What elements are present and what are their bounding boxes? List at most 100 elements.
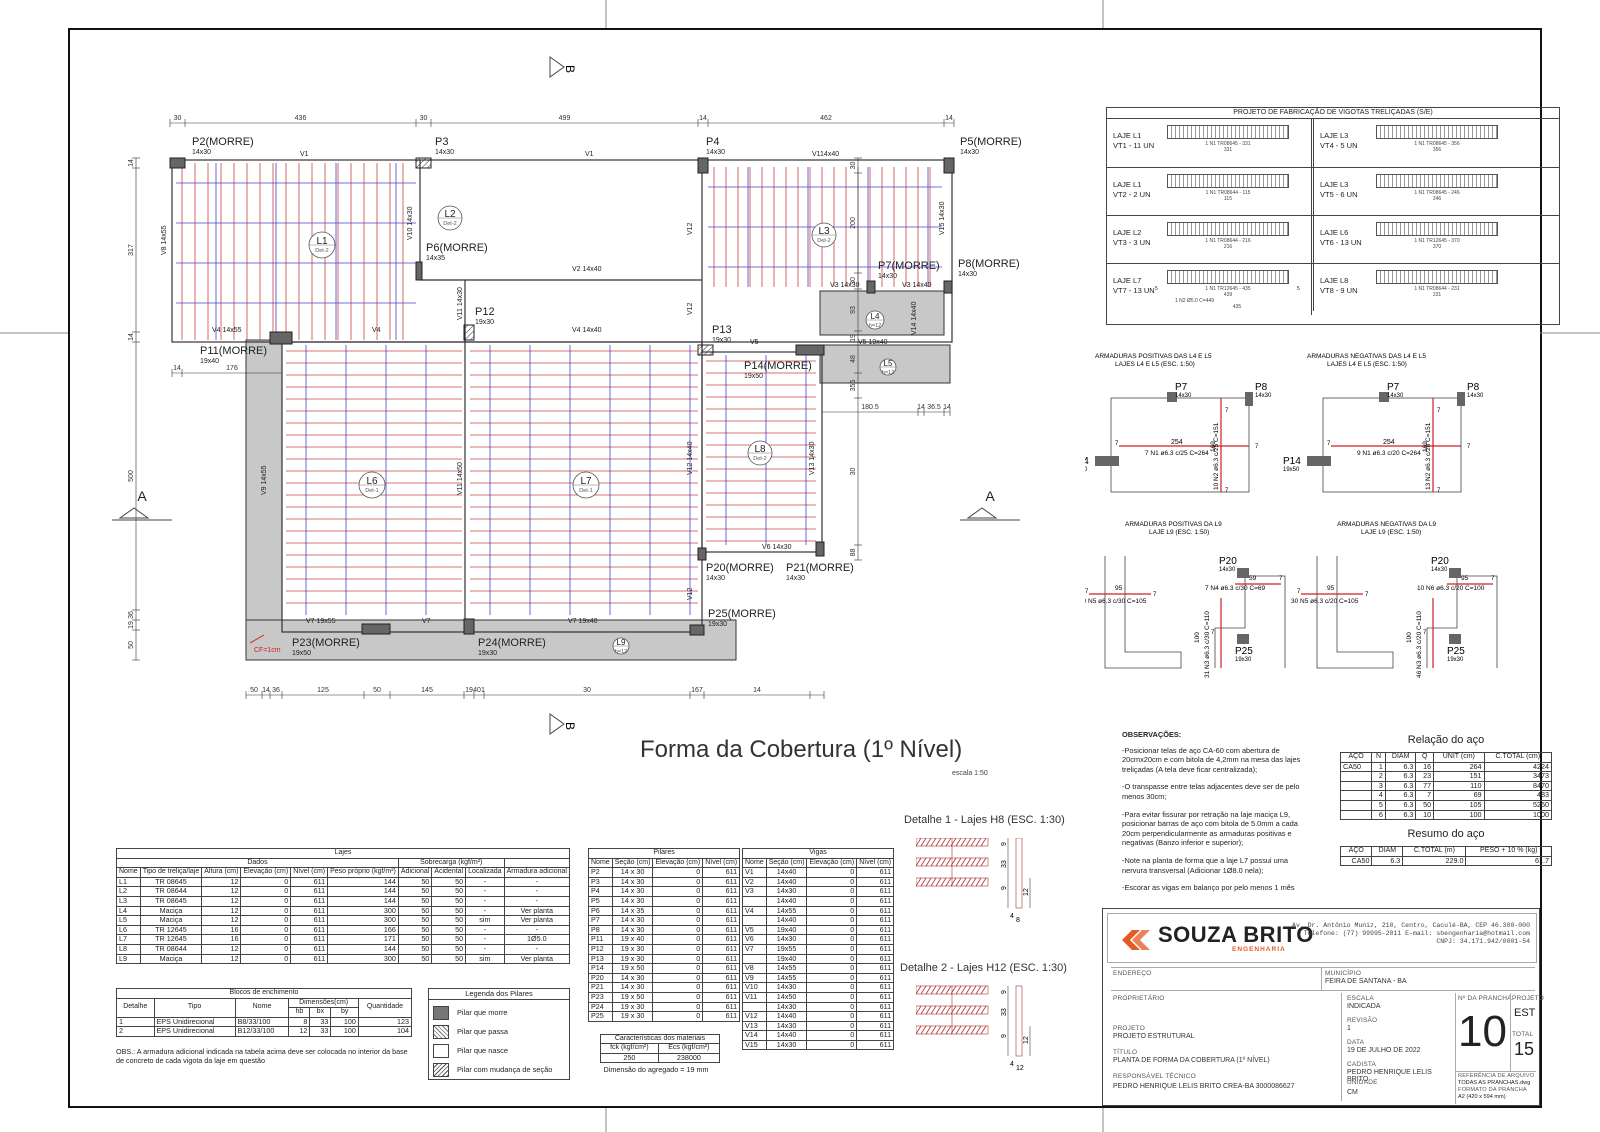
- pillar-section: 14x30: [960, 149, 979, 156]
- top-dimension: 462: [820, 115, 832, 122]
- table-cell: 0: [806, 1030, 858, 1041]
- table-cell: 6.3: [1384, 809, 1417, 821]
- pillar-section: 14x30: [786, 575, 805, 582]
- table-cell: Nível (cm): [290, 867, 329, 878]
- table-cell: 0: [806, 1039, 858, 1051]
- pillar-label: P23(MORRE): [292, 637, 360, 649]
- table-cell: 61.7: [1465, 855, 1552, 867]
- file-ref-label: REFERÊNCIA DE ARQUIVO: [1458, 1073, 1535, 1079]
- slab-sub: h=12: [869, 323, 881, 329]
- beam-label: V9 14x55: [261, 465, 268, 495]
- table-cell: 14x40: [765, 895, 808, 907]
- rebar-text: 20 N5 ø6.3 c/30 C=105: [1085, 598, 1147, 605]
- table-cell: 611: [702, 991, 741, 1003]
- rebar-text: 7: [1211, 630, 1215, 636]
- table-cell: V6: [742, 934, 767, 945]
- rebar-text: 7: [1115, 441, 1119, 447]
- rebar-text: 7: [1255, 444, 1259, 450]
- vigota-len: 331: [1223, 147, 1233, 153]
- table-cell: fck (kgf/cm²): [600, 1043, 659, 1054]
- rebar-text: P7: [1175, 382, 1188, 393]
- table-cell: 611: [856, 1030, 895, 1041]
- table-cell: 611: [290, 934, 329, 945]
- table-cell: 0: [652, 1011, 704, 1022]
- pillar-section: 19x30: [478, 650, 497, 657]
- detail-dimension: 33: [1001, 1008, 1008, 1016]
- table-cell: 0: [652, 867, 704, 878]
- table-cell: PESO + 10 % (kg): [1465, 846, 1552, 857]
- table-cell: 19 x 30: [611, 943, 654, 955]
- project-value: PROJETO ESTRUTURAL: [1113, 1033, 1195, 1040]
- table-cell: 23: [1415, 771, 1435, 782]
- vigotas-panel: PROJETO DE FABRICAÇÃO DE VIGOTAS TRELIÇA…: [1106, 107, 1560, 325]
- table-cell: 611: [856, 1011, 895, 1022]
- vigota-len: 231: [1432, 292, 1442, 298]
- vigota-truss-icon: [1167, 174, 1289, 188]
- bottom-dimension: 145: [421, 687, 433, 694]
- rebar-text: 14x30: [1467, 393, 1484, 399]
- steel-summary-title: Resumo do aço: [1407, 828, 1485, 841]
- top-dimension: 436: [295, 115, 307, 122]
- vigota-len: 115: [1224, 196, 1232, 202]
- table-cell: 0: [806, 1011, 858, 1022]
- bottom-dimension: 401: [473, 687, 485, 694]
- slab-sub: h=12: [615, 649, 627, 655]
- table-cell: 6.3: [1371, 855, 1404, 867]
- table-cell: 611: [702, 963, 741, 974]
- pillar-legend-title: Legenda dos Pilares: [429, 989, 569, 1000]
- table-cell: 14 x 30: [611, 982, 654, 993]
- table-cell: 300: [327, 915, 399, 926]
- rebar-text: 7: [1491, 576, 1495, 582]
- table-cell: V11: [742, 991, 767, 1003]
- vigotas-title: PROJETO DE FABRICAÇÃO DE VIGOTAS TRELIÇA…: [1107, 108, 1559, 119]
- table-cell: 14x40: [765, 1011, 808, 1022]
- table-cell: 50: [397, 953, 433, 965]
- table-cell: sim: [465, 953, 505, 965]
- table-cell: 229.0: [1402, 855, 1467, 867]
- mid-dimension: 180.5: [861, 404, 879, 411]
- pillar-p14: [795, 344, 825, 356]
- table-cell: V12: [742, 1011, 767, 1022]
- rebar-text: 19x50: [1085, 467, 1088, 473]
- table-cell: AÇO: [1339, 752, 1373, 763]
- rebar-text: 7: [1297, 589, 1301, 595]
- beam-label: V2 14x40: [572, 266, 602, 273]
- table-cell: -: [465, 943, 505, 955]
- detail-2-title: Detalhe 2 - Lajes H12 (ESC. 1:30): [900, 962, 1067, 974]
- table-cell: 611: [856, 934, 895, 945]
- city-label: MUNICÍPIO: [1325, 970, 1362, 977]
- pillar-p21: [815, 541, 825, 557]
- table-cell: P2: [588, 867, 613, 878]
- table-cell: 0: [806, 943, 858, 955]
- table-cell: 238000: [657, 1052, 721, 1064]
- table-cell: 14x40: [765, 915, 808, 926]
- table-cell: 611: [856, 1039, 895, 1051]
- table-cell: UNIT (cm): [1433, 752, 1485, 763]
- pillar-p11: [269, 331, 293, 345]
- address-label: ENDEREÇO: [1113, 970, 1152, 977]
- table-cell: 0: [806, 867, 858, 878]
- rebar-text: 95: [1461, 575, 1469, 582]
- sheet-border: [68, 28, 1542, 1108]
- slab-sub: Det-1: [579, 488, 592, 494]
- table-cell: 19 x 40: [611, 934, 654, 945]
- rebar-text: 19x30: [1235, 657, 1252, 663]
- pillar-p8: [943, 280, 953, 294]
- table-cell: [503, 857, 571, 869]
- observation-item: -Escorar as vigas em balanço por pelo me…: [1122, 883, 1295, 893]
- table-cell: P11: [588, 934, 613, 945]
- pillar-p6: [415, 261, 423, 281]
- table-cell: 1Ø5.0: [503, 934, 571, 945]
- table-cell: 19 x 50: [611, 991, 654, 1003]
- rebar-text: 169: [1422, 441, 1429, 452]
